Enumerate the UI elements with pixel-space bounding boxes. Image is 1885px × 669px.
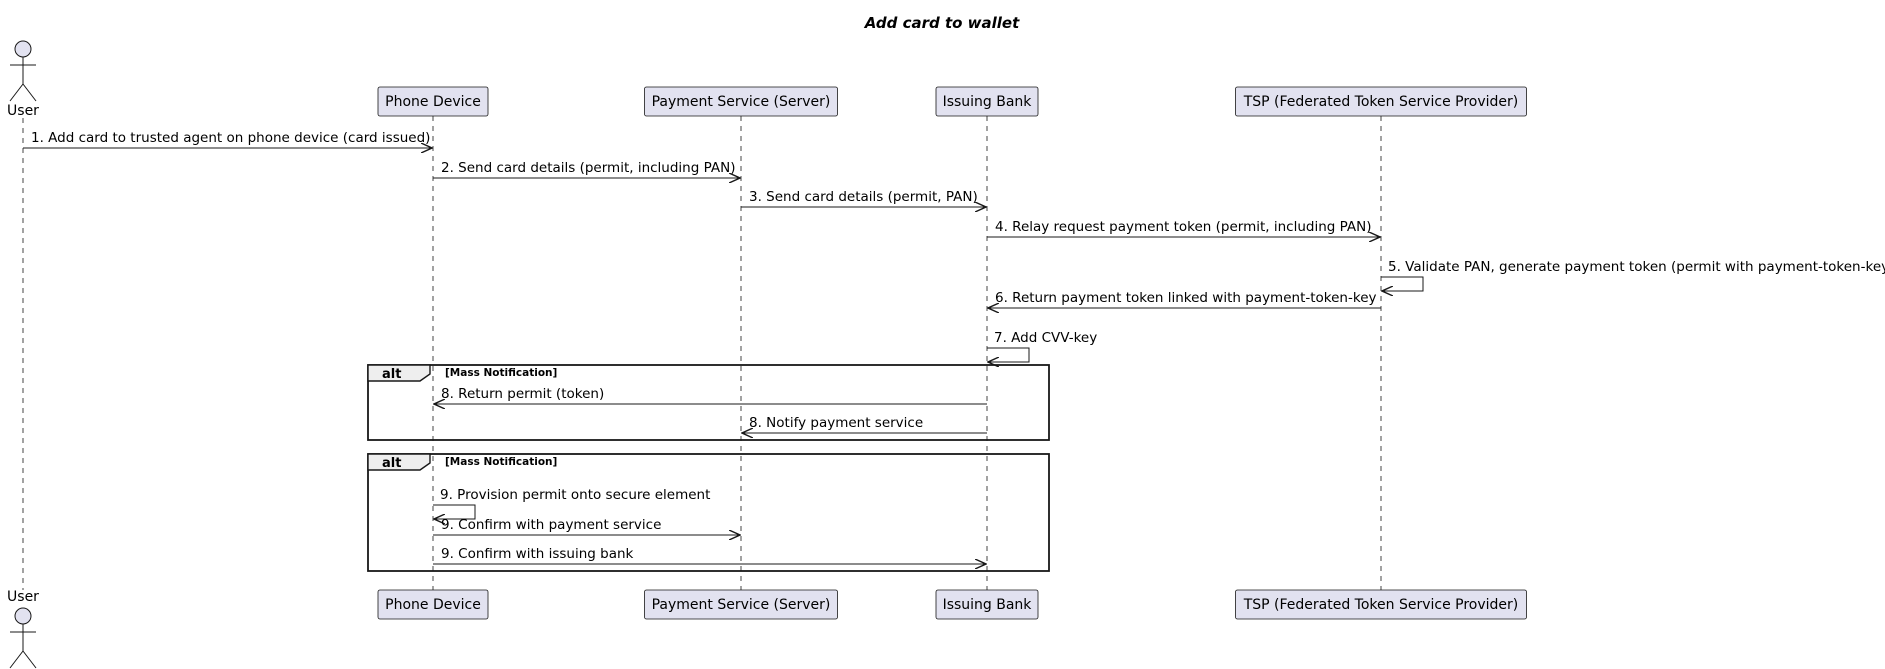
actor-user-bottom: User xyxy=(7,589,39,669)
participant-label-bank: Issuing Bank xyxy=(943,94,1033,110)
message-label: 4. Relay request payment token (permit, … xyxy=(995,219,1372,235)
diagram-title: Add card to wallet xyxy=(864,14,1020,32)
participant-bank-top: Issuing Bank xyxy=(935,86,1039,117)
alt-frame-border xyxy=(367,453,1050,572)
participant-label-pay: Payment Service (Server) xyxy=(652,597,831,613)
message-11: 9. Confirm with payment service xyxy=(433,517,740,535)
participant-tsp-top: TSP (Federated Token Service Provider) xyxy=(1235,86,1527,117)
participant-phone-top: Phone Device xyxy=(377,86,489,117)
message-label: 5. Validate PAN, generate payment token … xyxy=(1388,259,1885,275)
message-label: 9. Confirm with payment service xyxy=(441,517,661,533)
participant-box xyxy=(1235,589,1527,620)
message-6: 6. Return payment token linked with paym… xyxy=(988,290,1381,308)
participant-box xyxy=(377,589,489,620)
message-2: 2. Send card details (permit, including … xyxy=(433,160,740,178)
self-message-arrow xyxy=(987,347,1030,362)
self-message-arrow xyxy=(1381,276,1424,291)
actor-label-user: User xyxy=(7,103,39,119)
message-label: 2. Send card details (permit, including … xyxy=(441,160,735,176)
message-9: 8. Notify payment service xyxy=(742,415,987,433)
messages: 1. Add card to trusted agent on phone de… xyxy=(23,130,1885,564)
alt-frame: alt [Mass Notification] xyxy=(367,453,1050,572)
participant-label-phone: Phone Device xyxy=(385,597,481,613)
actor-label-user: User xyxy=(7,589,39,605)
participant-bank-bottom: Issuing Bank xyxy=(935,589,1039,620)
participant-label-phone: Phone Device xyxy=(385,94,481,110)
message-label: 7. Add CVV-key xyxy=(994,330,1097,346)
participant-box xyxy=(644,589,838,620)
participant-label-bank: Issuing Bank xyxy=(943,597,1033,613)
alt-condition: [Mass Notification] xyxy=(445,456,557,468)
lifelines xyxy=(22,116,1382,590)
alt-frame-tab xyxy=(367,364,431,382)
participant-pay-top: Payment Service (Server) xyxy=(644,86,838,117)
actor-user-top: User xyxy=(7,40,39,119)
message-label: 9. Confirm with issuing bank xyxy=(441,546,634,562)
participant-box xyxy=(1235,86,1527,117)
participant-label-tsp: TSP (Federated Token Service Provider) xyxy=(1243,597,1519,613)
actor-head-icon xyxy=(14,40,32,58)
participant-pay-bottom: Payment Service (Server) xyxy=(644,589,838,620)
message-label: 3. Send card details (permit, PAN) xyxy=(749,189,978,205)
participant-label-pay: Payment Service (Server) xyxy=(652,94,831,110)
actor-head-icon xyxy=(14,607,32,625)
participant-box xyxy=(935,86,1039,117)
message-1: 1. Add card to trusted agent on phone de… xyxy=(23,130,432,148)
message-5: 5. Validate PAN, generate payment token … xyxy=(1381,259,1885,291)
alt-frame-tab xyxy=(367,453,431,471)
message-label: 8. Notify payment service xyxy=(749,415,923,431)
message-7: 7. Add CVV-key xyxy=(987,330,1097,362)
alt-keyword: alt xyxy=(382,456,401,471)
message-10: 9. Provision permit onto secure element xyxy=(433,487,710,519)
self-message-arrow xyxy=(433,504,476,519)
participant-label-tsp: TSP (Federated Token Service Provider) xyxy=(1243,94,1519,110)
actor-figure-icon xyxy=(9,624,37,669)
message-label: 1. Add card to trusted agent on phone de… xyxy=(31,130,430,146)
message-4: 4. Relay request payment token (permit, … xyxy=(987,219,1380,237)
alt-keyword: alt xyxy=(382,367,401,382)
participant-box xyxy=(935,589,1039,620)
alt-frames: alt [Mass Notification] alt [Mass Notificat… xyxy=(367,364,1050,572)
participants-top: User Phone Device Payment Service (Server)… xyxy=(7,40,1527,119)
alt-condition: [Mass Notification] xyxy=(445,367,557,379)
participant-box xyxy=(377,86,489,117)
alt-frame: alt [Mass Notification] xyxy=(367,364,1050,441)
message-label: 8. Return permit (token) xyxy=(441,386,604,402)
message-label: 9. Provision permit onto secure element xyxy=(440,487,710,503)
message-8: 8. Return permit (token) xyxy=(434,386,987,404)
participant-box xyxy=(644,86,838,117)
participant-tsp-bottom: TSP (Federated Token Service Provider) xyxy=(1235,589,1527,620)
message-label: 6. Return payment token linked with paym… xyxy=(995,290,1377,306)
message-12: 9. Confirm with issuing bank xyxy=(433,546,986,564)
message-3: 3. Send card details (permit, PAN) xyxy=(741,189,986,207)
alt-frame-border xyxy=(367,364,1050,441)
actor-figure-icon xyxy=(9,57,37,102)
participant-phone-bottom: Phone Device xyxy=(377,589,489,620)
